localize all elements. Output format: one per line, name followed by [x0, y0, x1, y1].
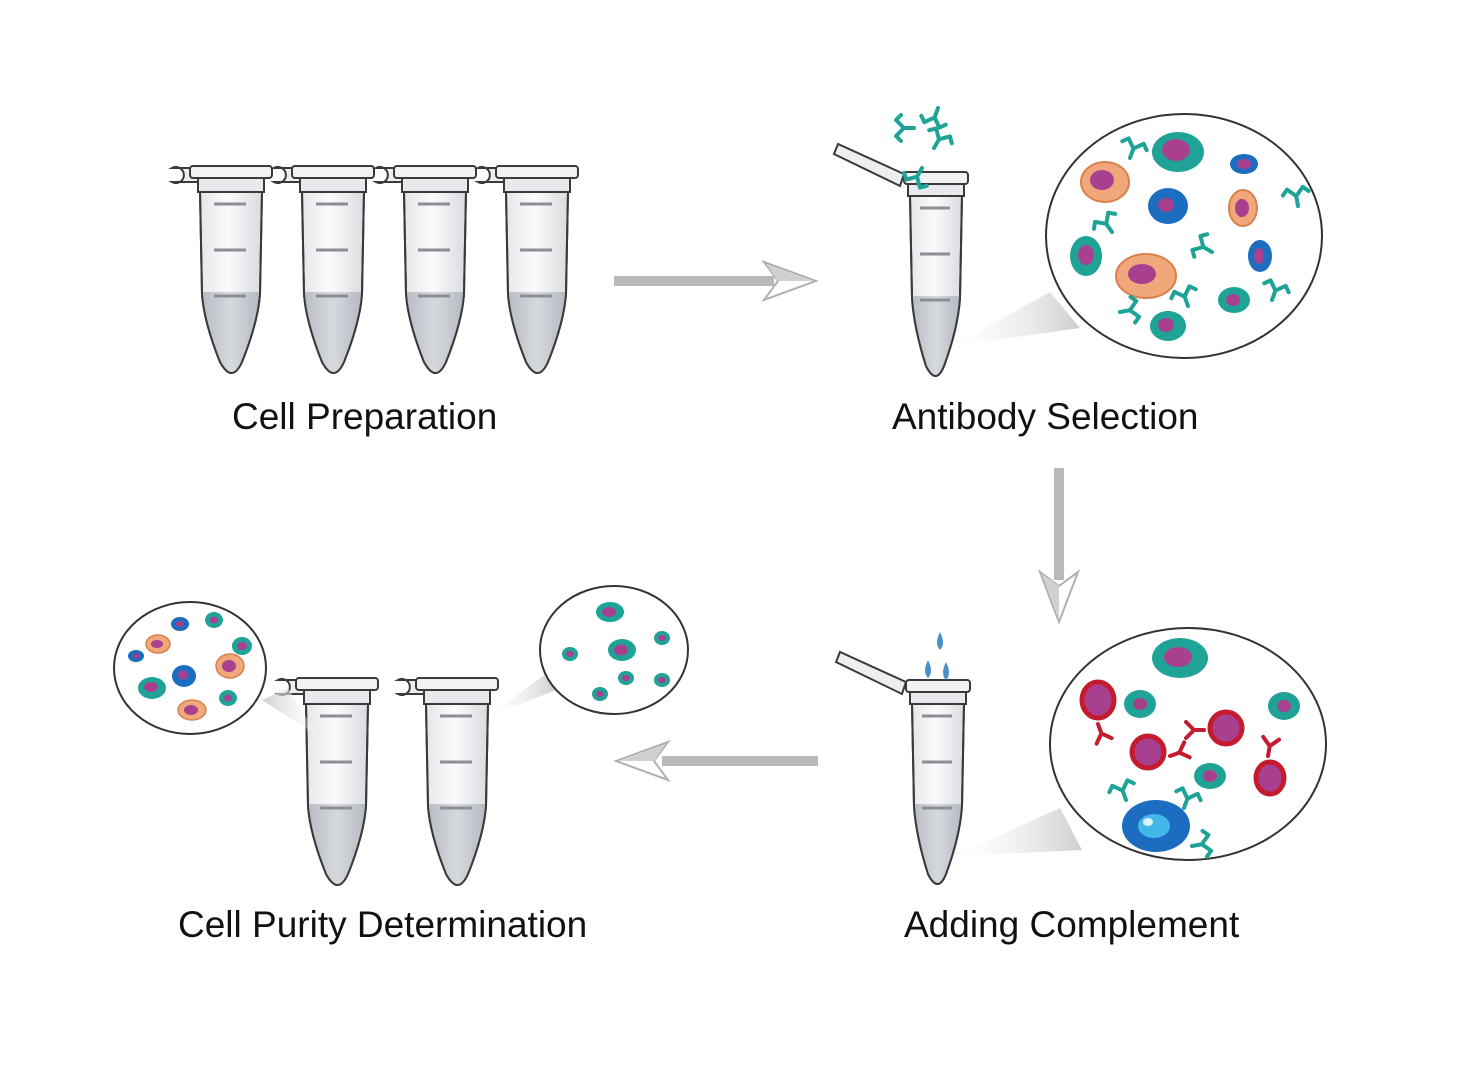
magnifier-beam — [490, 672, 556, 716]
step-label-cell-preparation: Cell Preparation — [232, 396, 498, 437]
cell-icon — [1207, 709, 1245, 747]
droplets — [925, 632, 949, 680]
step-label-cell-purity: Cell Purity Determination — [178, 904, 588, 945]
antibody-selection-tube — [832, 142, 970, 378]
microcentrifuge-tube-icon — [476, 164, 580, 375]
step-label-adding-complement: Adding Complement — [904, 904, 1240, 945]
microcentrifuge-tube-icon — [272, 164, 376, 375]
antibody-icon — [917, 101, 953, 132]
arrow-right-icon — [614, 259, 819, 303]
microcentrifuge-tube-icon — [374, 164, 478, 375]
microcentrifuge-tube-icon — [832, 142, 970, 378]
cell-preparation-tubes — [170, 164, 580, 375]
antibody-icon — [920, 123, 957, 157]
step-label-antibody-selection: Antibody Selection — [892, 396, 1199, 437]
magnifier-circle-antibody — [1045, 113, 1323, 359]
arrow-left-icon — [613, 739, 818, 783]
magnifier-circle-unsorted — [113, 601, 267, 735]
microcentrifuge-tube-icon — [396, 676, 500, 887]
magnifier-beam — [952, 292, 1080, 346]
magnifier-circle-purified — [539, 585, 689, 715]
cell-purity-tubes — [276, 676, 500, 887]
droplet-icon — [925, 660, 931, 678]
cell-icon — [1253, 759, 1287, 797]
magnifier-circle-complement — [1049, 627, 1327, 861]
magnifier-beam — [262, 688, 318, 736]
droplet-icon — [943, 662, 949, 680]
adding-complement-tube — [834, 650, 972, 886]
microcentrifuge-tube-icon — [834, 650, 972, 886]
magnifier-beam — [954, 808, 1082, 856]
cell-icon — [1079, 679, 1117, 721]
arrow-down-icon — [1037, 468, 1081, 625]
cell-icon — [1129, 733, 1167, 771]
droplet-icon — [937, 632, 943, 650]
antibody-icon — [894, 113, 916, 143]
microcentrifuge-tube-icon — [170, 164, 274, 375]
